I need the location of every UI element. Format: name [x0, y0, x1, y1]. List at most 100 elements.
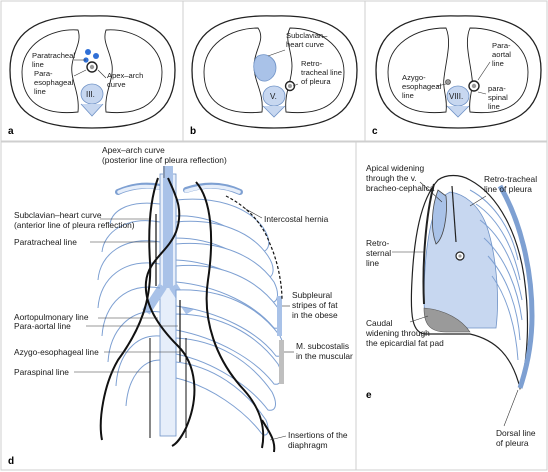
- panel-c-letter: c: [372, 126, 378, 137]
- panel-e-leader-dorsal: [503, 389, 519, 427]
- panel-a-leader-paraesophageal: [73, 69, 87, 77]
- panel-e-rib-4: [483, 237, 523, 321]
- panel-c-esophagus: [445, 79, 451, 85]
- panel-e-label-retrotracheal-2: line of pleura: [484, 184, 532, 194]
- panel-c-leader-para-aortal: [477, 61, 491, 81]
- panel-d-apex-arch-curve: [99, 177, 159, 441]
- panel-a-esophagus: [89, 64, 95, 70]
- panel-c-aorta-lumen: [471, 83, 477, 89]
- panel-e-label-apical-2: through the v.: [366, 173, 417, 183]
- panel-e-label-retrotracheal-1: Retro-tracheal: [484, 174, 537, 184]
- panel-d-label-paraspinal: Paraspinal line: [14, 367, 69, 377]
- panel-d-label-para-aortal: Para-aortal line: [14, 321, 71, 331]
- panel-c-leader-azygo: [436, 83, 447, 87]
- panel-d-rib-r1: [175, 198, 270, 253]
- panel-d-right-pleura-line: [195, 181, 265, 449]
- panel-e-label-dorsal-1: Dorsal line: [496, 428, 536, 438]
- panel-a-label-paraesophageal-3: line: [34, 87, 46, 96]
- panel-a-vessel-1: [85, 49, 91, 55]
- panel-d-leader-intercostal: [243, 207, 263, 219]
- panel-b-leader-retrotracheal: [292, 83, 299, 87]
- panel-d-rib-r2: [175, 220, 274, 279]
- panel-c-vertebra-label: VIII.: [449, 92, 463, 101]
- panel-e-label-apical-1: Apical widening: [366, 163, 425, 173]
- panel-d-rib-l8: [125, 359, 161, 407]
- panel-a-leader-apex: [97, 69, 107, 79]
- panel-d-label-aortopulmonary: Aortopulmonary line: [14, 312, 89, 322]
- panel-d-label-subpleural-3: in the obese: [292, 310, 338, 320]
- panel-d-label-apex-1: Apex–arch curve: [102, 145, 165, 155]
- panel-e-label-dorsal-2: of pleura: [496, 438, 529, 448]
- panel-a: Paratracheal line Para- esophageal line …: [8, 15, 176, 137]
- panel-b-spinous-process: [262, 105, 286, 118]
- top-row-frame: [0, 0, 548, 142]
- panel-e-letter: e: [366, 390, 372, 401]
- panel-e-label-retrosternal-2: sternal: [366, 248, 391, 258]
- panel-e: Apical widening through the v. bracheo-c…: [365, 163, 537, 448]
- panel-e-rib-2: [475, 203, 521, 281]
- panel-d-intercostal-hernia-line: [225, 195, 283, 301]
- panel-b-esophagus: [288, 84, 292, 88]
- panel-d-left-bronchus: [142, 283, 167, 315]
- panel-d-label-subclavian-2: (anterior line of pleura reflection): [14, 220, 135, 230]
- panel-c: Para- aortal line Azygo- esophageal line…: [372, 15, 542, 137]
- panel-d-leader-insertions: [269, 435, 287, 441]
- panel-c-label-paraspinal-2: spinal: [488, 93, 508, 102]
- panel-b-vessel-arch: [253, 54, 277, 82]
- panel-e-label-retrosternal-1: Retro-: [366, 238, 389, 248]
- panel-a-right-lung: [104, 29, 163, 114]
- panel-b-label-retrotracheal-3: of pleura: [301, 77, 331, 86]
- panel-b-label-retrotracheal-1: Retro-: [301, 59, 323, 68]
- panel-d-label-subpleural-2: stripes of fat: [292, 300, 338, 310]
- panel-e-label-caudal-3: the epicardial fat pad: [366, 338, 444, 348]
- panel-d-label-insertions-1: Insertions of the: [288, 430, 348, 440]
- panel-d-rib-l7: [115, 335, 161, 387]
- panel-c-label-para-aortal-2: aortal: [492, 50, 511, 59]
- panel-e-apical-widening: [432, 189, 447, 245]
- panel-e-spine: [497, 184, 535, 389]
- panel-c-label-azygo-1: Azygo-: [402, 73, 426, 82]
- panel-e-rib-3: [479, 219, 523, 301]
- panel-e-caudal-fat-pad: [423, 307, 471, 333]
- bottom-row-frame: [0, 141, 548, 471]
- panel-c-label-para-aortal-3: line: [492, 59, 504, 68]
- panel-b-vertebra-label: V.: [270, 92, 277, 101]
- panel-e-label-caudal-1: Caudal: [366, 318, 393, 328]
- panel-b: Subclavian– heart curve Retro- tracheal …: [190, 15, 358, 137]
- panel-c-right-lung: [467, 27, 529, 114]
- panel-e-retrosternal-line: [422, 183, 435, 305]
- panel-d-letter: d: [8, 456, 14, 467]
- panel-c-leader-paraspinal: [477, 91, 487, 95]
- panel-e-label-apical-3: bracheo-cephalica: [366, 183, 435, 193]
- panel-b-leader-subclavian: [267, 49, 286, 57]
- panel-d-label-azygo: Azygo-esophageal line: [14, 347, 99, 357]
- panel-c-label-paraspinal-1: para-: [488, 84, 506, 93]
- panel-d-label-insertions-2: diaphragm: [288, 440, 328, 450]
- panel-d-label-intercostal: Intercostal hernia: [264, 214, 329, 224]
- panel-e-rib-5: [487, 255, 521, 341]
- panel-d-label-subcostalis-1: M. subcostalis: [296, 341, 349, 351]
- panel-b-label-subclavian-2: heart curve: [286, 40, 324, 49]
- panel-a-label-apex-1: Apex–arch: [107, 71, 143, 80]
- panel-d-diaphragm-insertion: [261, 419, 276, 453]
- panel-c-spinous-process: [446, 105, 470, 118]
- panel-d: Apex–arch curve (posterior line of pleur…: [8, 145, 353, 467]
- panel-c-label-paraspinal-3: line: [488, 102, 500, 111]
- panel-d-subpleural-fat: [277, 296, 282, 336]
- panel-a-label-paratracheal-1: Paratracheal: [32, 51, 75, 60]
- panel-d-label-subcostalis-2: in the muscular: [296, 351, 353, 361]
- panel-d-right-clavicle-inner: [184, 184, 241, 194]
- panel-c-left-lung: [387, 27, 449, 114]
- panel-d-label-subpleural-1: Subpleural: [292, 290, 332, 300]
- panel-a-left-lung: [21, 29, 80, 114]
- panel-c-label-para-aortal-1: Para-: [492, 41, 511, 50]
- panel-b-left-lung: [203, 27, 263, 114]
- panel-a-vertebra-label: III.: [86, 90, 95, 99]
- panel-a-label-paraesophageal-1: Para-: [34, 69, 53, 78]
- panel-a-vessel-2: [93, 53, 99, 59]
- panel-a-spinous-process: [80, 103, 104, 117]
- panel-d-label-apex-2: (posterior line of pleura reflection): [102, 155, 227, 165]
- panel-e-rib-6: [491, 275, 519, 361]
- panel-a-label-paraesophageal-2: esophageal: [34, 78, 74, 87]
